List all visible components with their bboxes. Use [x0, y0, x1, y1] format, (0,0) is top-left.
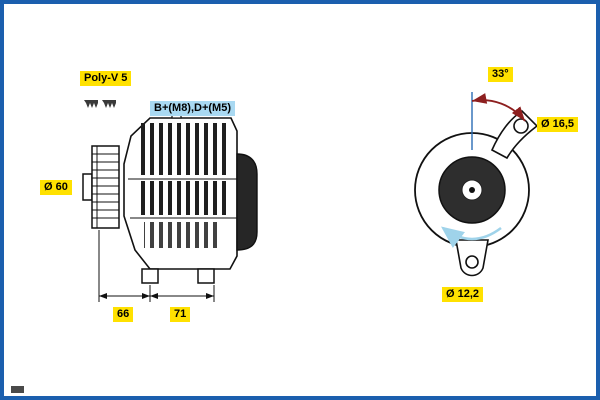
belt-profile-icon [84, 100, 116, 108]
top-mounting-hole [513, 118, 529, 134]
corner-mark [11, 386, 24, 393]
rear-cover [236, 153, 258, 251]
label-dimension-71: 71 [170, 307, 191, 322]
label-pulley-diameter: Ø 60 [40, 180, 72, 195]
cooling-fins [128, 123, 237, 248]
alternator-technical-drawing [11, 92, 539, 393]
mount-angle-indicator [471, 92, 526, 150]
label-dimension-66: 66 [113, 307, 134, 322]
bottom-mounting-hole [465, 255, 479, 269]
side-view [82, 100, 258, 302]
label-mount-angle: 33° [488, 67, 513, 82]
rotation-direction-arrow [441, 226, 502, 249]
mounting-feet [141, 268, 215, 284]
dimension-lines [98, 230, 215, 302]
label-terminals: B+(M8),D+(M5) [150, 101, 236, 116]
bottom-mounting-lug [455, 239, 489, 277]
pulley-side-view [82, 145, 120, 229]
shaft-center-dot [469, 187, 475, 193]
front-view [414, 92, 539, 277]
label-belt-type: Poly-V 5 [80, 71, 132, 86]
label-top-hole-diameter: Ø 16,5 [537, 117, 579, 132]
label-bottom-hole-diameter: Ø 12,2 [442, 287, 484, 302]
